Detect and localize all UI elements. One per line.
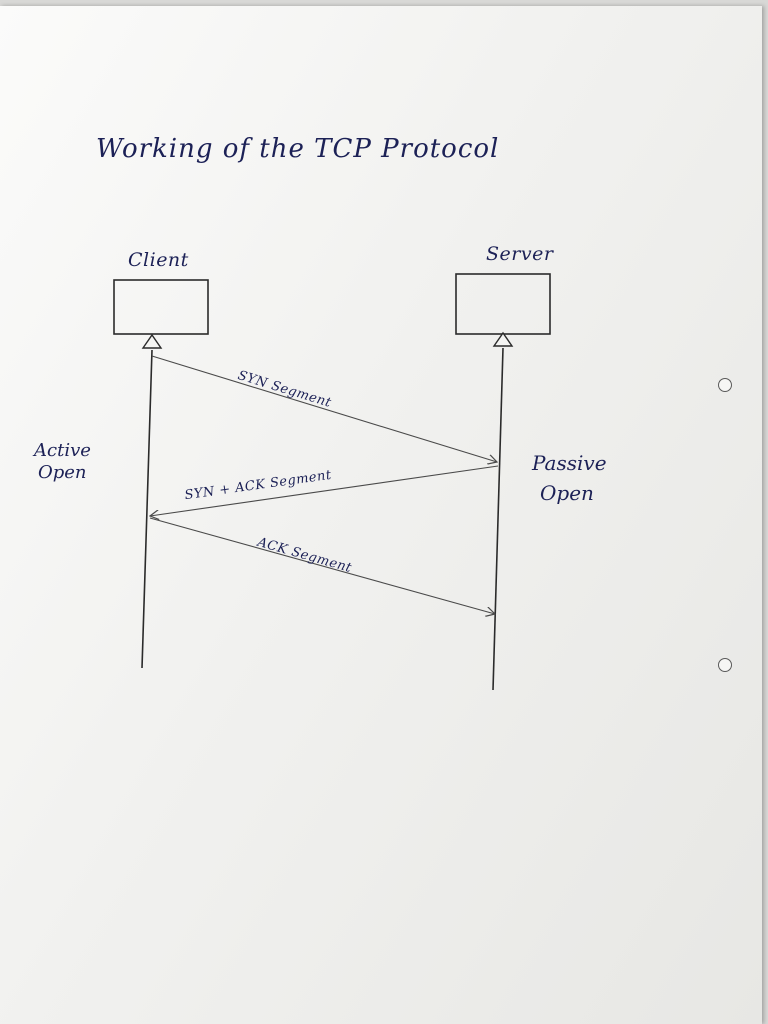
active-open-line-2: Open bbox=[38, 462, 87, 483]
active-open-label: Active Open bbox=[34, 440, 91, 484]
server-box bbox=[455, 273, 551, 335]
syn-arrow bbox=[151, 355, 497, 462]
client-box bbox=[113, 279, 209, 335]
server-lifeline bbox=[492, 347, 504, 691]
server-label: Server bbox=[486, 243, 554, 265]
active-open-line-1: Active bbox=[34, 440, 91, 461]
passive-open-label: Passive Open bbox=[532, 448, 607, 508]
punch-hole-top bbox=[718, 378, 732, 392]
passive-open-line-1: Passive bbox=[532, 451, 607, 475]
diagram-title: Working of the TCP Protocol bbox=[96, 134, 500, 164]
passive-open-line-2: Open bbox=[540, 481, 594, 505]
paper-sheet bbox=[0, 6, 762, 1024]
ack-arrow bbox=[149, 517, 495, 614]
client-label: Client bbox=[128, 249, 189, 271]
client-lifeline bbox=[141, 349, 153, 669]
client-lifeline-triangle bbox=[141, 333, 163, 349]
server-lifeline-triangle bbox=[492, 331, 514, 347]
syn-ack-arrow bbox=[150, 465, 499, 516]
punch-hole-bottom bbox=[718, 658, 732, 672]
